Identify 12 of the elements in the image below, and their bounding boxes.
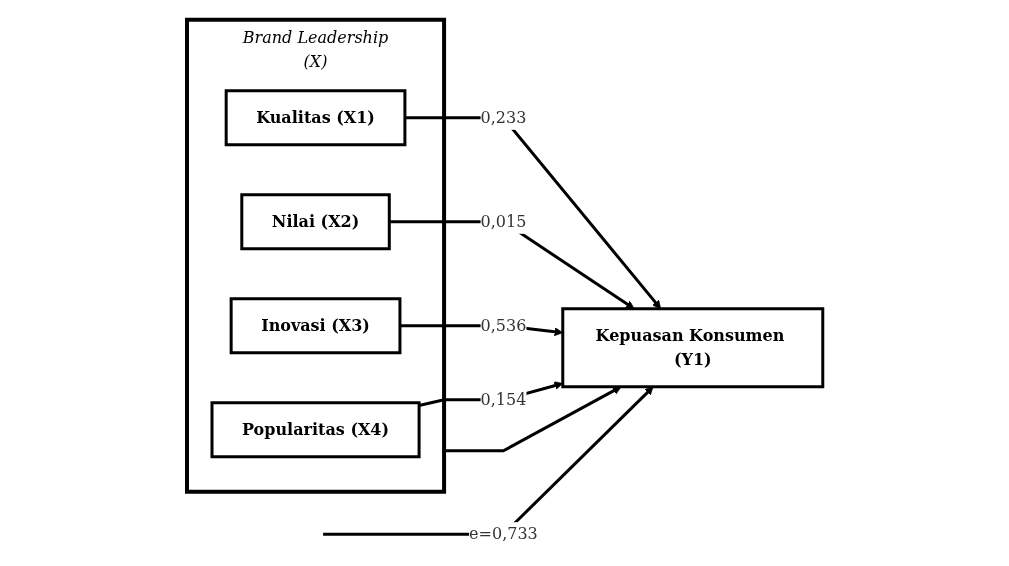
edge-label: 0,015 <box>480 211 526 231</box>
edge-label: 0,233 <box>480 107 526 127</box>
arrow <box>322 386 654 536</box>
edge-label: 0,154 <box>480 389 526 409</box>
node-box: Kepuasan Konsumen (Y1) <box>560 307 824 389</box>
arrow <box>443 386 622 453</box>
node-box: Inovasi (X3) <box>229 297 402 355</box>
node-box: Nilai (X2) <box>239 193 391 251</box>
edge-label: 0,536 <box>480 315 526 335</box>
node-box: Kualitas (X1) <box>224 89 406 147</box>
edge-label: e=0,733 <box>468 524 538 544</box>
node-box: Popularitas (X4) <box>210 401 421 459</box>
